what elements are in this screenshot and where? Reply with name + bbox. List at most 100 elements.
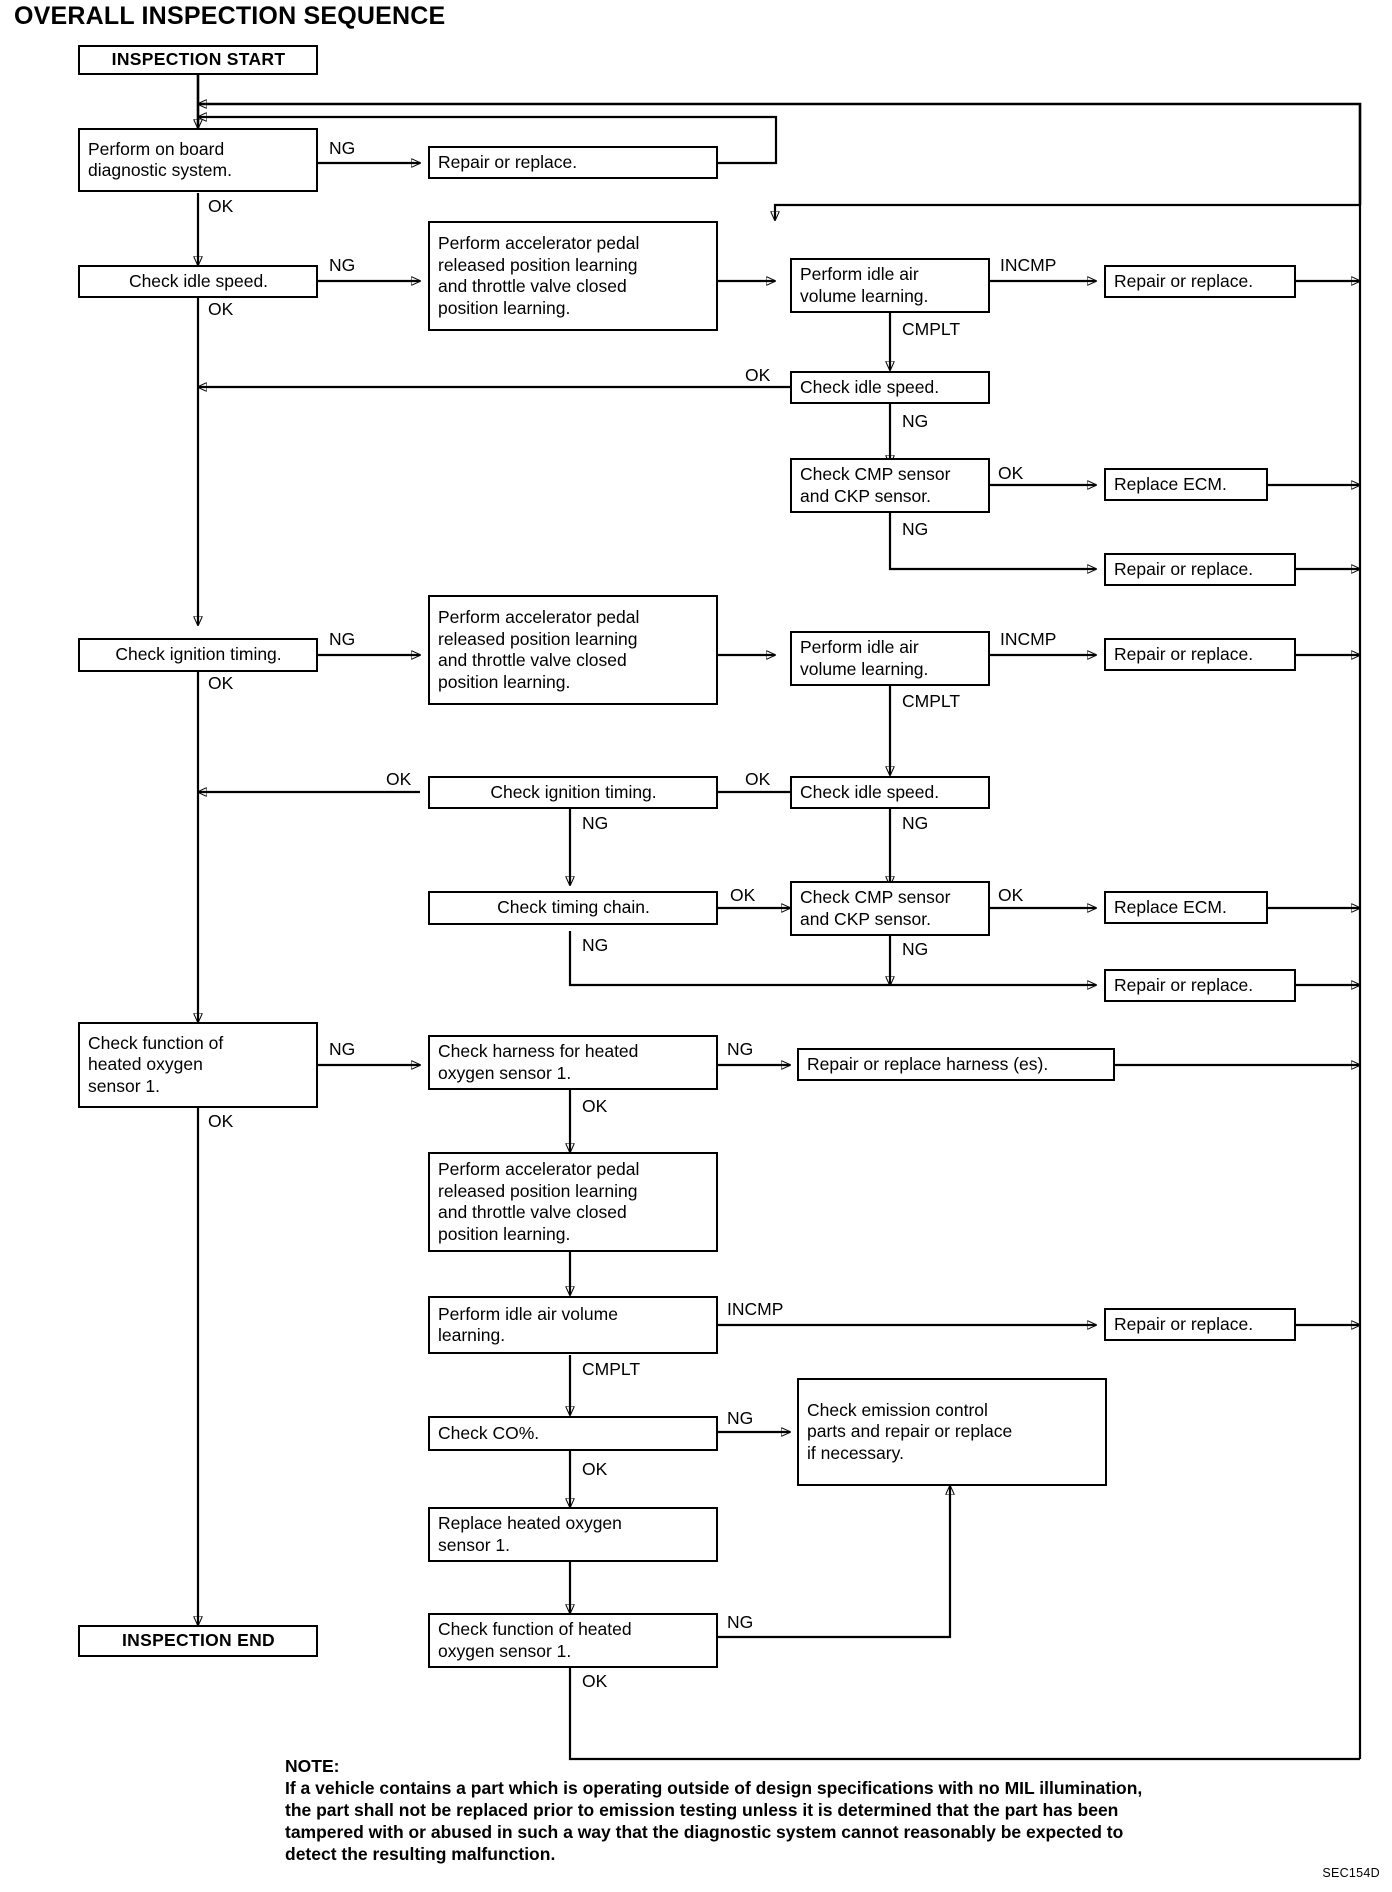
edge-label-incmp-air2: INCMP	[1000, 629, 1057, 649]
node-label: Perform idle air volume learning.	[438, 1303, 618, 1346]
node-label: Check idle speed.	[128, 270, 269, 291]
node-check-co-percent[interactable]: Check CO%.	[428, 1416, 718, 1451]
node-label: Check function of heated oxygen sensor 1…	[88, 1032, 224, 1096]
node-apl-learning-1[interactable]: Perform accelerator pedal released posit…	[428, 221, 718, 331]
node-repair-or-replace-2[interactable]: Repair or replace.	[1104, 265, 1296, 298]
edge-label-ng-harness: NG	[727, 1039, 754, 1059]
edge-label-ng-ign1: NG	[329, 629, 356, 649]
edge-label-ok-idle2: OK	[745, 365, 771, 385]
edge-label-ok-idle3: OK	[745, 769, 771, 789]
node-check-ignition-timing-1[interactable]: Check ignition timing.	[78, 638, 318, 672]
node-apl-learning-2[interactable]: Perform accelerator pedal released posit…	[428, 595, 718, 705]
edge-label-ng-ho2s2: NG	[727, 1612, 754, 1632]
node-label: Repair or replace.	[1114, 558, 1254, 579]
note-text: If a vehicle contains a part which is op…	[285, 1778, 1143, 1864]
node-replace-heated-oxygen-sensor-1[interactable]: Replace heated oxygen sensor 1.	[428, 1507, 718, 1562]
node-check-cmp-ckp-sensor-1[interactable]: Check CMP sensor and CKP sensor.	[790, 458, 990, 513]
node-label: Perform on board diagnostic system.	[88, 138, 232, 181]
node-check-timing-chain[interactable]: Check timing chain.	[428, 891, 718, 925]
node-label: Check idle speed.	[800, 781, 940, 802]
node-replace-ecm-2[interactable]: Replace ECM.	[1104, 891, 1268, 924]
node-apl-learning-3[interactable]: Perform accelerator pedal released posit…	[428, 1152, 718, 1252]
node-repair-or-replace-1[interactable]: Repair or replace.	[428, 146, 718, 179]
node-label: Perform accelerator pedal released posit…	[438, 607, 640, 692]
node-label: Check CMP sensor and CKP sensor.	[800, 464, 951, 506]
node-check-function-heated-oxygen-sensor-2[interactable]: Check function of heated oxygen sensor 1…	[428, 1613, 718, 1668]
edge-label-incmp-air3: INCMP	[727, 1299, 784, 1319]
node-label: Check ignition timing.	[490, 781, 657, 802]
node-repair-or-replace-4[interactable]: Repair or replace.	[1104, 638, 1296, 671]
node-label: Perform idle air volume learning.	[800, 637, 929, 679]
node-label: Check idle speed.	[800, 376, 940, 397]
node-perform-obd[interactable]: Perform on board diagnostic system.	[78, 128, 318, 192]
edge-label-ng-ign2: NG	[582, 813, 609, 833]
edge-label-ok-ign1: OK	[208, 673, 234, 693]
node-label: Check harness for heated oxygen sensor 1…	[438, 1041, 639, 1083]
edge-label-ng-idle2: NG	[902, 411, 929, 431]
edge-label-ok-chain: OK	[730, 885, 756, 905]
edge-label-ok-harness: OK	[582, 1096, 608, 1116]
edge-label-ok-ho2s2: OK	[582, 1671, 608, 1691]
edge-label-incmp-air1: INCMP	[1000, 255, 1057, 275]
node-label: Replace heated oxygen sensor 1.	[438, 1513, 622, 1555]
node-label: Replace ECM.	[1114, 896, 1227, 917]
node-label: Repair or replace.	[1114, 974, 1254, 995]
edge-label-ng-ho2s1: NG	[329, 1039, 356, 1059]
node-label: Check timing chain.	[497, 897, 650, 918]
node-label: Replace ECM.	[1114, 473, 1227, 494]
node-label: INSPECTION END	[122, 1630, 275, 1651]
node-label: Perform accelerator pedal released posit…	[438, 233, 640, 318]
node-label: Check CO%.	[438, 1422, 540, 1443]
edge-label-ng-cmp2: NG	[902, 939, 929, 959]
node-label: INSPECTION START	[111, 49, 286, 70]
node-label: Repair or replace.	[1114, 643, 1254, 664]
node-label: Check ignition timing.	[115, 644, 282, 665]
page-title: OVERALL INSPECTION SEQUENCE	[14, 2, 446, 30]
edge-label-ng-idle3: NG	[902, 813, 929, 833]
node-repair-replace-harness[interactable]: Repair or replace harness (es).	[797, 1048, 1115, 1081]
node-label: Perform idle air volume learning.	[800, 264, 929, 306]
edge-label-ng-idle1: NG	[329, 255, 356, 275]
node-idle-air-volume-learning-3[interactable]: Perform idle air volume learning.	[428, 1296, 718, 1354]
node-label: Check CMP sensor and CKP sensor.	[800, 887, 951, 929]
node-inspection-start[interactable]: INSPECTION START	[78, 45, 318, 75]
node-check-idle-speed-3[interactable]: Check idle speed.	[790, 776, 990, 809]
edge-label-ok-cmp2: OK	[998, 885, 1024, 905]
edge-label-cmplt-air1: CMPLT	[902, 319, 961, 339]
edge-label-cmplt-air2: CMPLT	[902, 691, 961, 711]
node-repair-or-replace-6[interactable]: Repair or replace.	[1104, 1308, 1296, 1341]
node-check-emission-control-parts[interactable]: Check emission control parts and repair …	[797, 1378, 1107, 1486]
edge-label-ng-chain: NG	[582, 935, 609, 955]
node-check-idle-speed-1[interactable]: Check idle speed.	[78, 265, 318, 298]
edge-label-ok-co: OK	[582, 1459, 608, 1479]
node-label: Check emission control parts and repair …	[807, 1399, 1013, 1463]
section-code: SEC154D	[1322, 1866, 1380, 1880]
node-replace-ecm-1[interactable]: Replace ECM.	[1104, 468, 1268, 501]
node-check-idle-speed-2[interactable]: Check idle speed.	[790, 371, 990, 404]
node-idle-air-volume-learning-2[interactable]: Perform idle air volume learning.	[790, 631, 990, 686]
node-label: Repair or replace harness (es).	[807, 1053, 1049, 1074]
note-block: NOTE: If a vehicle contains a part which…	[285, 1755, 1375, 1865]
edge-label-ng-co: NG	[727, 1408, 754, 1428]
node-repair-or-replace-5[interactable]: Repair or replace.	[1104, 969, 1296, 1002]
node-check-cmp-ckp-sensor-2[interactable]: Check CMP sensor and CKP sensor.	[790, 881, 990, 936]
node-label: Perform accelerator pedal released posit…	[438, 1159, 640, 1244]
edge-label-ok-ign2: OK	[386, 769, 412, 789]
edge-label-ok-cmp1: OK	[998, 463, 1024, 483]
edge-label-ng-obd: NG	[329, 138, 356, 158]
edge-label-cmplt-air3: CMPLT	[582, 1359, 641, 1379]
node-repair-or-replace-3[interactable]: Repair or replace.	[1104, 553, 1296, 586]
edge-label-ok-idle1: OK	[208, 299, 234, 319]
edge-label-ng-cmp1: NG	[902, 519, 929, 539]
node-check-function-heated-oxygen-sensor-1[interactable]: Check function of heated oxygen sensor 1…	[78, 1022, 318, 1108]
edge-label-ok-obd: OK	[208, 196, 234, 216]
node-check-harness-ho2s-1[interactable]: Check harness for heated oxygen sensor 1…	[428, 1035, 718, 1090]
node-label: Repair or replace.	[1114, 270, 1254, 291]
node-label: Repair or replace.	[438, 151, 578, 172]
node-label: Check function of heated oxygen sensor 1…	[438, 1619, 632, 1661]
node-check-ignition-timing-2[interactable]: Check ignition timing.	[428, 776, 718, 809]
node-inspection-end[interactable]: INSPECTION END	[78, 1625, 318, 1657]
node-idle-air-volume-learning-1[interactable]: Perform idle air volume learning.	[790, 258, 990, 313]
edge-label-ok-ho2s1: OK	[208, 1111, 234, 1131]
